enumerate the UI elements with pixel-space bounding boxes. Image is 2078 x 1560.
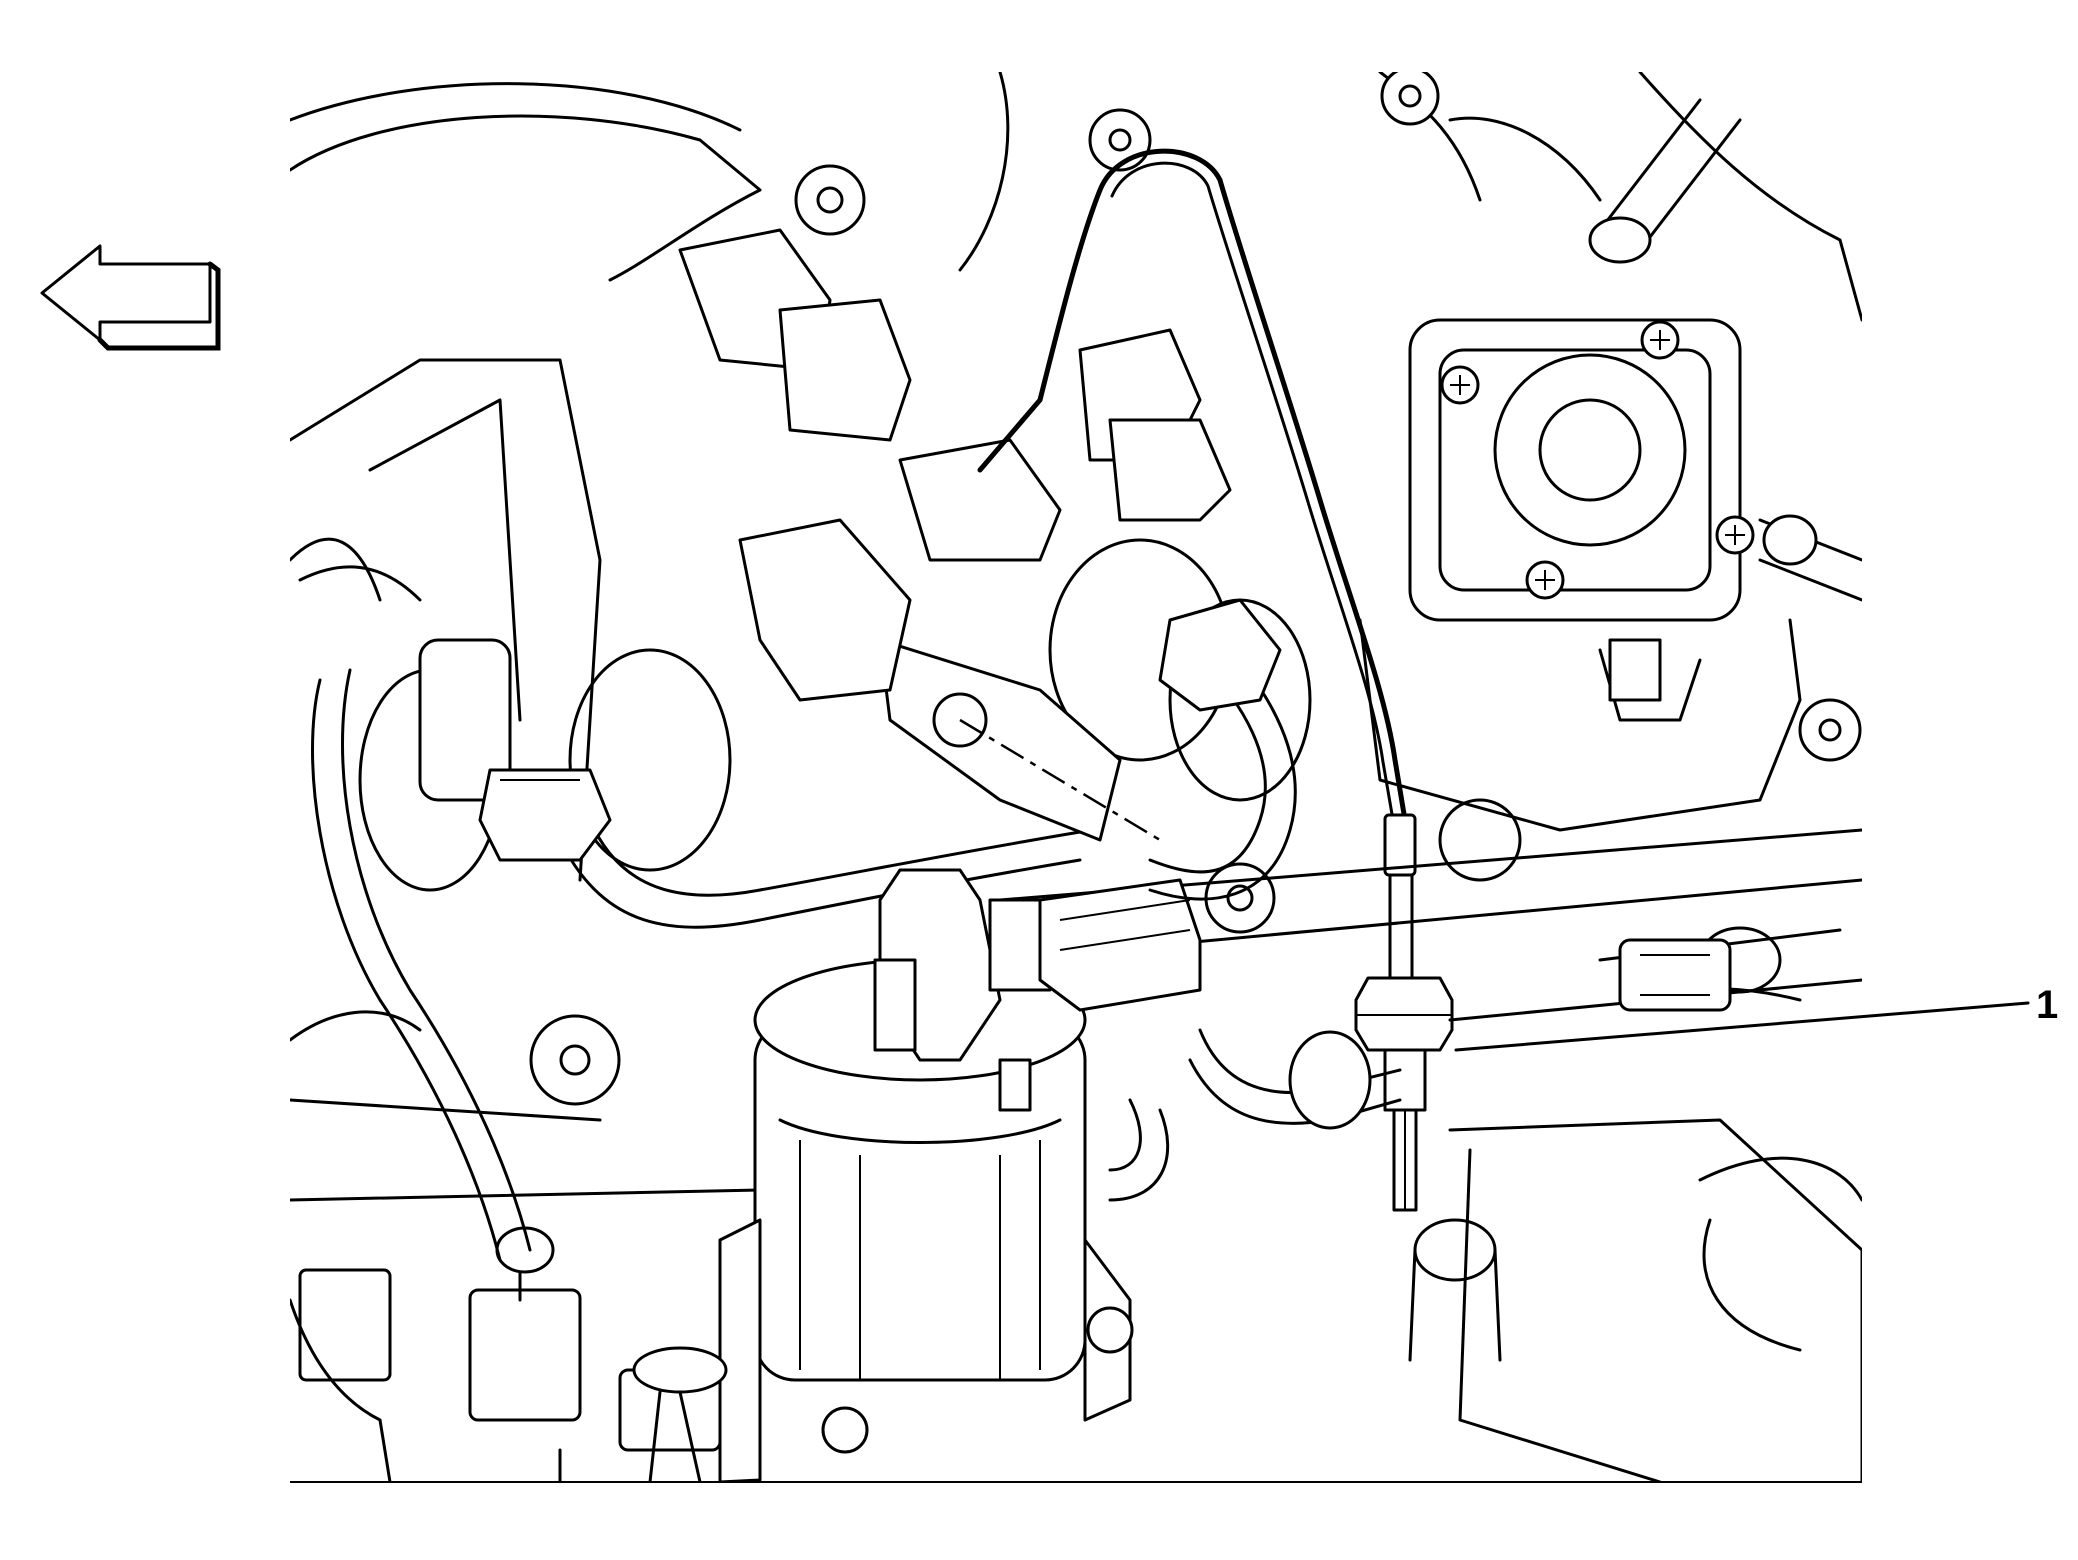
solenoid-canister	[718, 868, 1134, 1482]
exhaust-temperature-sensor	[1354, 813, 1454, 1212]
callout-number-1: 1	[2036, 983, 2058, 1027]
left-arrow-icon	[40, 244, 221, 351]
callout-leader-line	[1454, 1001, 2030, 1052]
engine-drawing	[290, 72, 1862, 1482]
screw-icon	[1440, 320, 1755, 600]
